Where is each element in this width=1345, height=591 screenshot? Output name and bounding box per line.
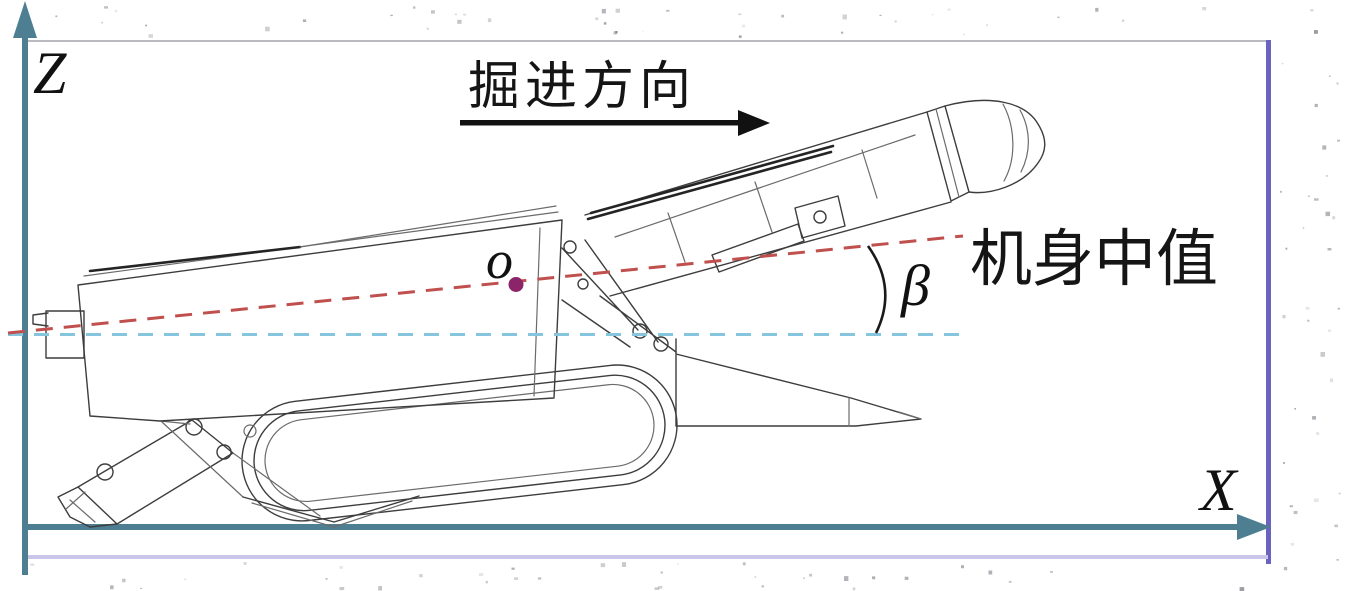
body-centerline [7, 234, 964, 335]
z-axis-label: Z [33, 40, 67, 106]
origin-label: o [486, 230, 513, 290]
scan-noise-speckles [30, 6, 1341, 591]
loading-apron [675, 338, 922, 427]
boom-linkage [561, 239, 677, 353]
cutting-boom [584, 111, 952, 297]
rear-stabilizer [57, 418, 420, 528]
body-centerline-label: 机身中值 [970, 226, 1218, 294]
x-axis-label: X [1198, 457, 1239, 523]
pitch-angle-label: β [900, 253, 930, 318]
machine-body [32, 205, 563, 422]
cutter-head [926, 99, 1046, 202]
heading-direction-label: 掘进方向 [468, 59, 696, 116]
crawler-track [241, 364, 678, 522]
x-axis-arrow-icon [1237, 514, 1271, 540]
origin-point [508, 277, 524, 292]
heading-direction-arrow [460, 110, 770, 136]
border-top [28, 40, 1268, 42]
z-axis [13, 1, 37, 575]
border-right [1266, 40, 1271, 564]
direction-arrow-icon [738, 110, 770, 136]
roadheader-line-drawing [32, 99, 1046, 528]
angle-arc [866, 245, 887, 334]
z-axis-arrow-icon [13, 1, 37, 38]
border-bottom [25, 555, 1268, 559]
x-axis [22, 514, 1271, 540]
